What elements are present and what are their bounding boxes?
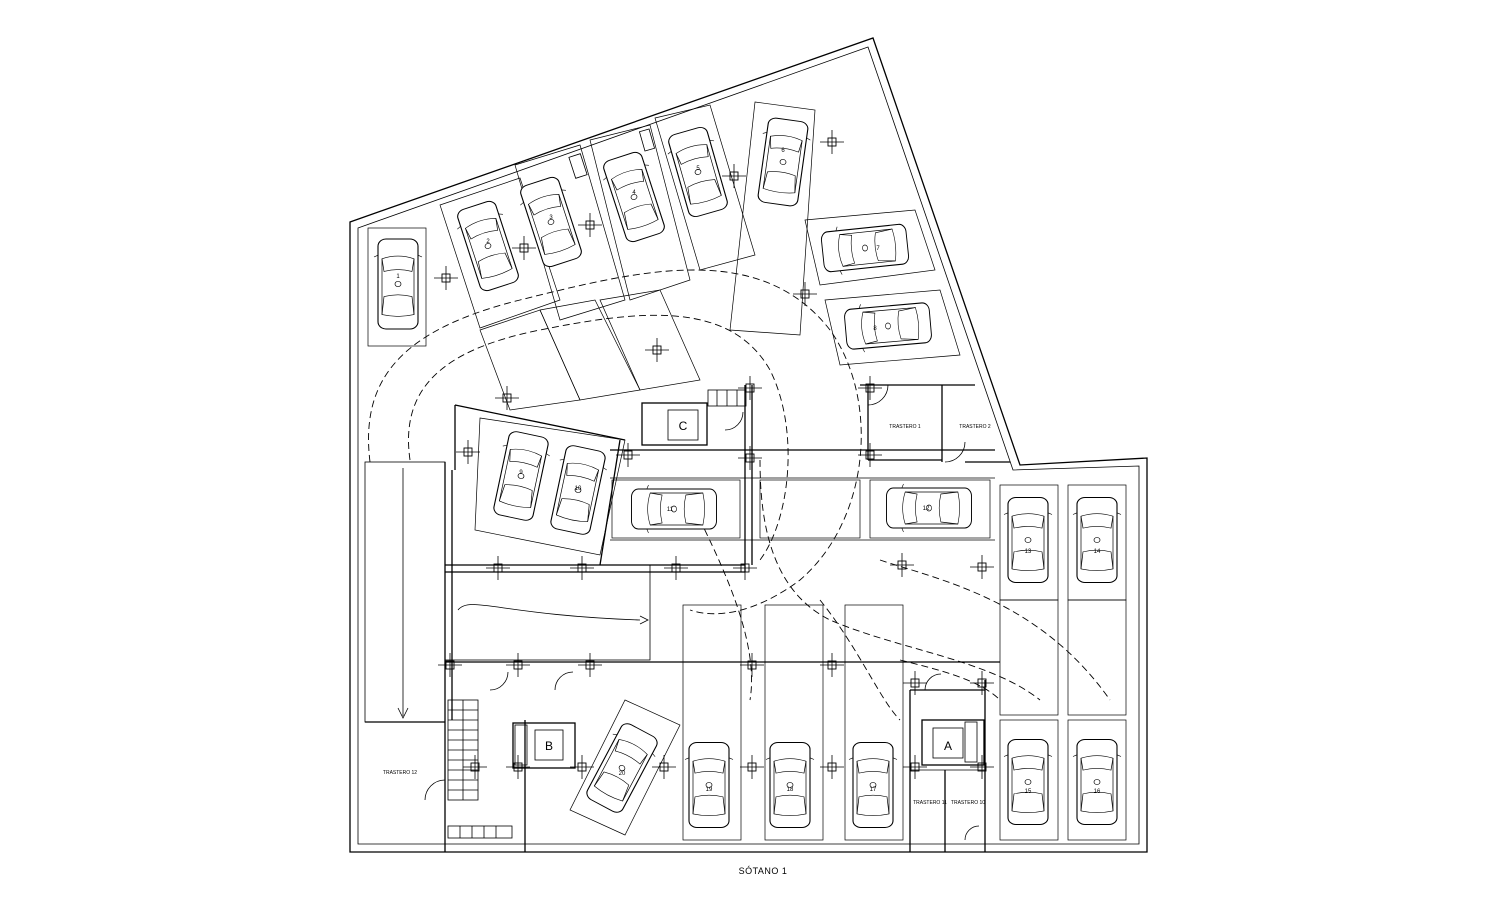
car-space-16 — [1072, 738, 1122, 826]
storage-1-label: TRASTERO 1 — [889, 424, 921, 430]
svg-text:11: 11 — [667, 507, 674, 513]
svg-text:2: 2 — [486, 239, 490, 245]
car-space-19 — [684, 741, 734, 829]
car-space-4 — [597, 148, 671, 246]
svg-text:17: 17 — [870, 787, 877, 793]
car-space-2 — [451, 197, 525, 295]
svg-text:10: 10 — [575, 486, 582, 492]
cars — [373, 116, 1122, 829]
parking-bays — [367, 101, 1127, 841]
car-space-20 — [580, 718, 664, 818]
drawing-title: SÓTANO 1 — [739, 866, 788, 876]
svg-text:1: 1 — [396, 274, 400, 280]
car-space-18 — [765, 741, 815, 829]
car-space-5 — [662, 123, 734, 221]
core-c: C — [641, 389, 747, 446]
internal-walls — [365, 384, 1010, 852]
car-space-13 — [1003, 496, 1053, 584]
core-c-label: C — [679, 419, 688, 433]
car-space-3 — [514, 173, 588, 271]
core-b: B — [512, 722, 576, 769]
doors — [424, 384, 980, 841]
svg-text:18: 18 — [787, 787, 794, 793]
car-space-17 — [848, 741, 898, 829]
space-numbers: 1 2 3 4 5 6 7 8 9 10 11 12 13 14 15 16 1… — [396, 148, 1101, 795]
stair — [447, 699, 479, 801]
svg-text:8: 8 — [873, 326, 877, 332]
car-space-1 — [373, 238, 423, 330]
storage-2-label: TRASTERO 2 — [959, 424, 991, 430]
svg-text:5: 5 — [696, 166, 700, 172]
svg-text:19: 19 — [706, 787, 713, 793]
svg-text:15: 15 — [1025, 789, 1032, 795]
svg-text:9: 9 — [519, 470, 523, 476]
shafts — [447, 128, 656, 839]
core-a-label: A — [944, 739, 952, 753]
core-b-label: B — [545, 739, 553, 753]
storage-10-label: TRASTERO 10 — [951, 800, 985, 806]
svg-text:13: 13 — [1025, 549, 1032, 555]
core-a: A — [921, 719, 985, 766]
car-space-7 — [819, 219, 911, 277]
svg-text:7: 7 — [876, 246, 880, 252]
svg-text:20: 20 — [619, 771, 626, 777]
perimeter-walls — [349, 37, 1148, 853]
svg-text:14: 14 — [1094, 549, 1101, 555]
car-space-14 — [1072, 496, 1122, 584]
circulation-paths — [368, 269, 1111, 721]
car-space-15 — [1003, 738, 1053, 826]
svg-text:12: 12 — [923, 506, 930, 512]
svg-text:16: 16 — [1094, 789, 1101, 795]
svg-text:6: 6 — [781, 148, 785, 154]
car-space-9 — [488, 428, 554, 524]
svg-text:4: 4 — [632, 190, 636, 196]
storage-labels: TRASTERO 1 TRASTERO 2 TRASTERO 12 TRASTE… — [383, 424, 991, 806]
storage-11-label: TRASTERO 11 — [913, 800, 947, 806]
car-space-6 — [752, 116, 814, 208]
storage-12-label: TRASTERO 12 — [383, 770, 417, 776]
car-space-11 — [630, 484, 718, 534]
car-space-8 — [843, 297, 933, 355]
svg-text:3: 3 — [549, 215, 553, 221]
